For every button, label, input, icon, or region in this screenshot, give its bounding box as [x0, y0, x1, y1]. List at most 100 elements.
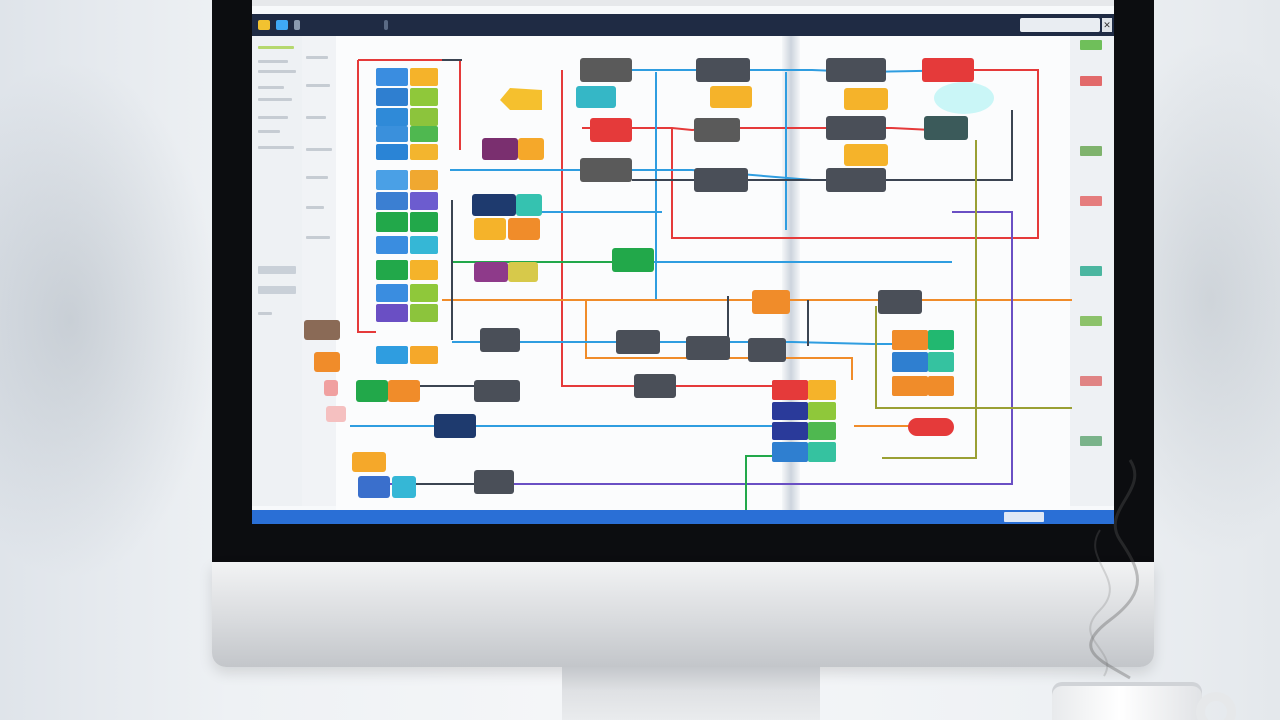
diagram-block[interactable] [922, 58, 974, 82]
diagram-block[interactable] [924, 116, 968, 140]
sidebar-section[interactable] [258, 286, 296, 294]
diagram-block[interactable] [508, 262, 538, 282]
panel-chip[interactable] [1080, 316, 1102, 326]
diagram-block[interactable] [376, 88, 408, 106]
diagram-block[interactable] [508, 218, 540, 240]
diagram-block[interactable] [590, 118, 632, 142]
diagram-block[interactable] [772, 442, 808, 462]
diagram-block[interactable] [694, 118, 740, 142]
diagram-block[interactable] [808, 380, 836, 400]
diagram-block[interactable] [376, 144, 408, 160]
diagram-decision[interactable] [500, 88, 542, 110]
diagram-block[interactable] [474, 380, 520, 402]
panel-chip[interactable] [1080, 40, 1102, 50]
diagram-block[interactable] [326, 406, 346, 422]
diagram-block[interactable] [376, 126, 408, 142]
diagram-block[interactable] [410, 108, 438, 126]
diagram-block[interactable] [580, 158, 632, 182]
diagram-block[interactable] [376, 170, 408, 190]
diagram-block[interactable] [356, 380, 388, 402]
diagram-block[interactable] [474, 218, 506, 240]
open-icon[interactable] [276, 20, 288, 30]
sidebar-line[interactable] [258, 146, 294, 149]
diagram-block[interactable] [686, 336, 730, 360]
diagram-block[interactable] [808, 422, 836, 440]
diagram-block[interactable] [696, 58, 750, 82]
sidebar-line[interactable] [258, 312, 272, 315]
diagram-block[interactable] [928, 376, 954, 396]
diagram-block[interactable] [616, 330, 660, 354]
diagram-block[interactable] [518, 138, 544, 160]
diagram-block[interactable] [694, 168, 748, 192]
diagram-block[interactable] [908, 418, 954, 436]
diagram-block[interactable] [772, 422, 808, 440]
diagram-block[interactable] [474, 470, 514, 494]
diagram-block[interactable] [710, 86, 752, 108]
diagram-block[interactable] [376, 284, 408, 302]
diagram-block[interactable] [878, 290, 922, 314]
diagram-block[interactable] [376, 212, 408, 232]
file-icon[interactable] [258, 20, 270, 30]
diagram-block[interactable] [772, 380, 808, 400]
search-input[interactable] [1020, 18, 1100, 32]
diagram-block[interactable] [376, 260, 408, 280]
diagram-block[interactable] [474, 262, 508, 282]
diagram-block[interactable] [808, 402, 836, 420]
menu-icon[interactable] [384, 20, 388, 30]
sidebar-line[interactable] [258, 46, 294, 49]
diagram-block[interactable] [772, 402, 808, 420]
diagram-block[interactable] [892, 330, 928, 350]
panel-chip[interactable] [1080, 266, 1102, 276]
diagram-block[interactable] [324, 380, 338, 396]
panel-chip[interactable] [1080, 376, 1102, 386]
diagram-block[interactable] [434, 414, 476, 438]
diagram-block[interactable] [480, 328, 520, 352]
panel-chip[interactable] [1080, 76, 1102, 86]
diagram-block[interactable] [376, 236, 408, 254]
diagram-block[interactable] [376, 68, 408, 86]
diagram-block[interactable] [826, 116, 886, 140]
sidebar-line[interactable] [258, 116, 288, 119]
diagram-block[interactable] [892, 376, 928, 396]
diagram-block[interactable] [472, 194, 516, 216]
diagram-block[interactable] [376, 108, 408, 126]
diagram-block[interactable] [516, 194, 542, 216]
sidebar-line[interactable] [258, 70, 296, 73]
diagram-block[interactable] [576, 86, 616, 108]
diagram-block[interactable] [844, 88, 888, 110]
sidebar-line[interactable] [258, 60, 288, 63]
diagram-block[interactable] [410, 88, 438, 106]
zoom-control[interactable] [1004, 512, 1044, 522]
panel-chip[interactable] [1080, 196, 1102, 206]
diagram-block[interactable] [892, 352, 928, 372]
sidebar-line[interactable] [258, 130, 280, 133]
diagram-block[interactable] [304, 320, 340, 340]
diagram-block[interactable] [410, 304, 438, 322]
diagram-block[interactable] [410, 192, 438, 210]
diagram-block[interactable] [634, 374, 676, 398]
diagram-block[interactable] [388, 380, 420, 402]
diagram-block[interactable] [410, 284, 438, 302]
close-icon[interactable]: ✕ [1102, 18, 1112, 32]
diagram-block[interactable] [358, 476, 390, 498]
diagram-block[interactable] [482, 138, 518, 160]
diagram-block[interactable] [376, 192, 408, 210]
panel-chip[interactable] [1080, 436, 1102, 446]
diagram-block[interactable] [352, 452, 386, 472]
diagram-block[interactable] [928, 330, 954, 350]
diagram-block[interactable] [410, 68, 438, 86]
sidebar-line[interactable] [258, 98, 292, 101]
panel-chip[interactable] [1080, 146, 1102, 156]
diagram-block[interactable] [410, 144, 438, 160]
diagram-block[interactable] [410, 170, 438, 190]
diagram-block[interactable] [410, 260, 438, 280]
sidebar-line[interactable] [258, 86, 284, 89]
diagram-block[interactable] [410, 212, 438, 232]
diagram-block[interactable] [748, 338, 786, 362]
diagram-block[interactable] [410, 126, 438, 142]
diagram-block[interactable] [392, 476, 416, 498]
diagram-block[interactable] [612, 248, 654, 272]
diagram-block[interactable] [808, 442, 836, 462]
diagram-block[interactable] [826, 168, 886, 192]
diagram-block[interactable] [376, 304, 408, 322]
